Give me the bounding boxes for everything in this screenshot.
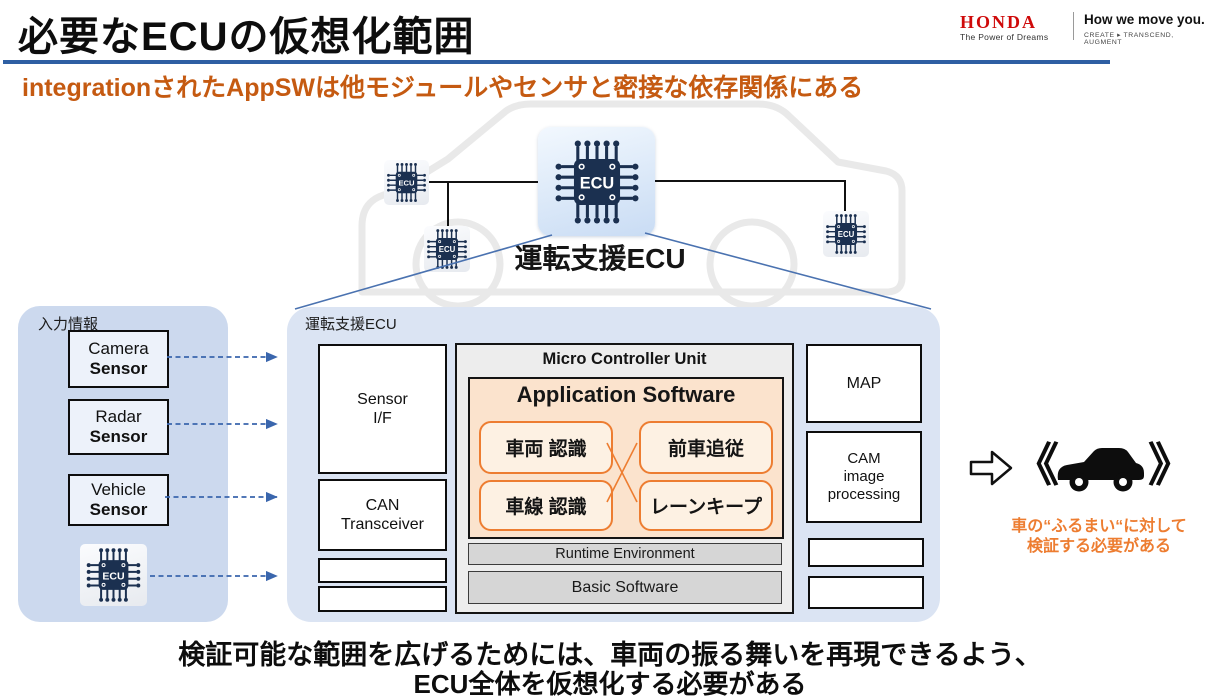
empty-box — [318, 586, 447, 612]
sensor-if-line1: Sensor — [357, 390, 408, 408]
cam-line3: processing — [827, 486, 901, 503]
arrow-right-icon — [969, 450, 1013, 486]
vehicle-sensor-line1: Vehicle — [91, 480, 146, 499]
sensor-if-line2: I/F — [373, 410, 392, 427]
module-lane-keep: レーンキープ — [639, 480, 773, 531]
ecu-chip-icon — [80, 544, 147, 606]
honda-sub-slogan: CREATE ▸ TRANSCEND, AUGMENT — [1084, 32, 1174, 46]
title-underline — [3, 60, 1110, 64]
cam-line2: image — [843, 468, 885, 485]
central-ecu-icon — [538, 127, 655, 236]
sensor-if-box: Sensor I/F — [318, 344, 447, 474]
ecu-panel-title: 運転支援ECU — [305, 316, 397, 333]
bracket-open: 《 — [1013, 439, 1059, 491]
module-vehicle-recognition: 車両 認識 — [479, 421, 613, 474]
empty-box — [318, 558, 447, 583]
ecu-chip-icon — [384, 160, 429, 205]
application-software-title: Application Software — [516, 382, 736, 407]
module-lane-recognition: 車線 認識 — [479, 480, 613, 531]
camera-sensor-line2: Sensor — [89, 359, 148, 378]
can-line2: Transceiver — [341, 516, 424, 533]
basic-software-bar: Basic Software — [468, 571, 782, 604]
map-box: MAP — [806, 344, 922, 423]
vehicle-sensor-box: Vehicle Sensor — [68, 474, 169, 526]
micro-controller-unit: Micro Controller Unit Application Softwa… — [455, 343, 794, 614]
car-solid-icon — [1057, 448, 1144, 492]
radar-sensor-line1: Radar — [95, 407, 142, 426]
footer-line2: ECU全体を仮想化する必要がある — [413, 669, 807, 698]
honda-logo: HONDA The Power of Dreams How we move yo… — [960, 10, 1210, 50]
module-lead-car-follow: 前車追従 — [639, 421, 773, 474]
mcu-title: Micro Controller Unit — [542, 350, 707, 368]
ecu-chip-icon — [823, 211, 869, 257]
honda-tagline: The Power of Dreams — [960, 32, 1049, 42]
application-software-box: Application Software 車両 認識 前車追従 車線 認識 レー… — [468, 377, 784, 539]
ecu-chip-icon — [424, 226, 470, 272]
honda-wordmark: HONDA — [960, 12, 1037, 32]
cam-image-processing-box: CAM image processing — [806, 431, 922, 523]
page-title: 必要なECUの仮想化範囲 — [18, 15, 475, 59]
input-panel-title: 入力情報 — [38, 316, 99, 333]
footer-line1: 検証可能な範囲を広げるためには、車両の振る舞いを再現できるよう、 — [178, 640, 1042, 670]
empty-box — [808, 576, 924, 609]
camera-sensor-box: Camera Sensor — [68, 330, 169, 388]
subtitle: integrationされたAppSWは他モジュールやセンサと密接な依存関係にあ… — [22, 74, 864, 102]
honda-slogan: How we move you. — [1084, 12, 1205, 27]
radar-sensor-line2: Sensor — [89, 427, 148, 446]
logo-divider — [1073, 12, 1074, 40]
input-info-panel: 入力情報 Camera Sensor Radar Sensor Vehicle … — [18, 306, 228, 622]
cam-line1: CAM — [847, 450, 881, 467]
can-transceiver-box: CAN Transceiver — [318, 479, 447, 551]
behavior-note: 車の“ふるまい“に対して 検証する必要がある — [985, 517, 1213, 557]
behavior-note-line2: 検証する必要がある — [1026, 538, 1171, 555]
driving-assist-ecu-panel: 運転支援ECU Sensor I/F CAN Transceiver Micro… — [287, 307, 940, 622]
bracket-close: 》 — [1148, 439, 1194, 491]
runtime-environment-bar: Runtime Environment — [468, 543, 782, 565]
central-ecu-label: 運転支援ECU — [514, 243, 686, 274]
empty-box — [808, 538, 924, 567]
behavior-note-line1: 車の“ふるまい“に対して — [1011, 518, 1187, 535]
can-line1: CAN — [365, 496, 400, 514]
network-line — [655, 180, 846, 211]
radar-sensor-box: Radar Sensor — [68, 399, 169, 455]
vehicle-sensor-line2: Sensor — [89, 500, 148, 519]
camera-sensor-line1: Camera — [88, 339, 149, 358]
